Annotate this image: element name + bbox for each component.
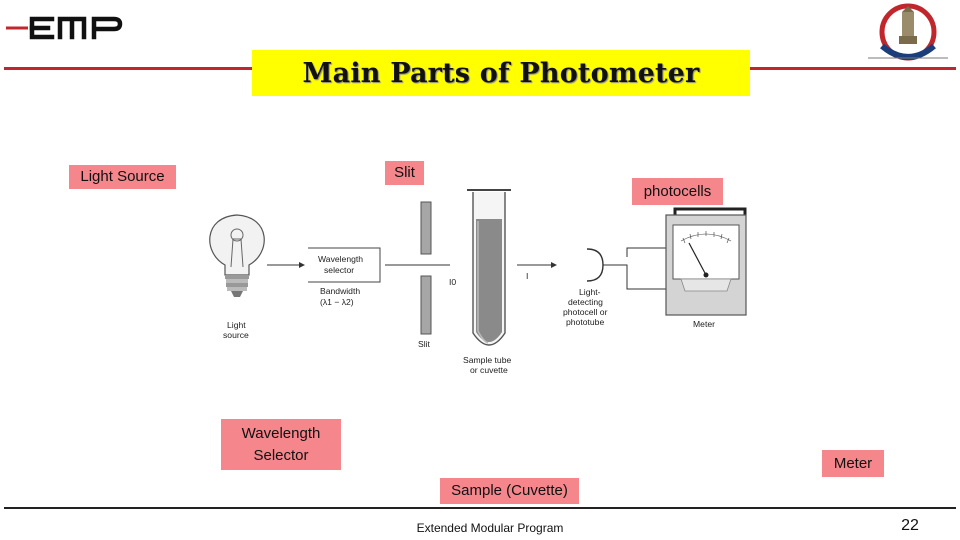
diagram-tube-label-1: Sample tube — [463, 355, 511, 365]
diagram-selector-label-1: Wavelength — [318, 254, 363, 264]
label-slit: Slit — [385, 161, 424, 185]
photometer-diagram: Light source Wavelength selector Bandwid… — [209, 189, 747, 375]
title-banner: Main Parts of Photometer — [252, 50, 750, 96]
diagram-detector-label-3: photocell or — [563, 307, 608, 317]
diagram-i0-label: I0 — [449, 277, 456, 287]
footer-program: Extended Modular Program — [416, 521, 564, 535]
diagram-slit-label: Slit — [418, 339, 431, 349]
diagram-bandwidth-range: (λ1 − λ2) — [320, 297, 354, 307]
label-light-source: Light Source — [69, 165, 176, 189]
header-rule-left — [4, 67, 252, 70]
label-photocells: photocells — [632, 178, 723, 205]
diagram-detector-label-1: Light- — [579, 287, 601, 297]
label-sample-cuvette: Sample (Cuvette) — [440, 478, 579, 504]
diagram-detector-label-4: phototube — [566, 317, 604, 327]
sample-tube-icon — [467, 189, 511, 346]
diagram-source-label: source — [223, 330, 249, 340]
meter-icon — [665, 207, 747, 316]
university-crest-logo — [868, 3, 948, 61]
diagram-i-label: I — [526, 271, 528, 281]
header-rule-right — [750, 67, 956, 70]
diagram-meter-label: Meter — [693, 319, 715, 329]
page-number: 22 — [901, 517, 919, 534]
emp-logo — [6, 16, 123, 40]
light-bulb-icon — [209, 214, 265, 297]
label-meter: Meter — [822, 450, 884, 477]
label-wavelength-selector: Wavelength Selector — [221, 419, 341, 470]
diagram-tube-label-2: or cuvette — [470, 365, 508, 375]
page-title: Main Parts of Photometer — [302, 57, 700, 89]
label-wavelength-selector-text: Wavelength Selector — [241, 424, 321, 464]
footer-rule — [4, 507, 956, 509]
diagram-selector-label-2: selector — [324, 265, 354, 275]
diagram-bandwidth-label: Bandwidth — [320, 286, 360, 296]
diagram-detector-label-2: detecting — [568, 297, 603, 307]
diagram-light-label: Light — [227, 320, 246, 330]
